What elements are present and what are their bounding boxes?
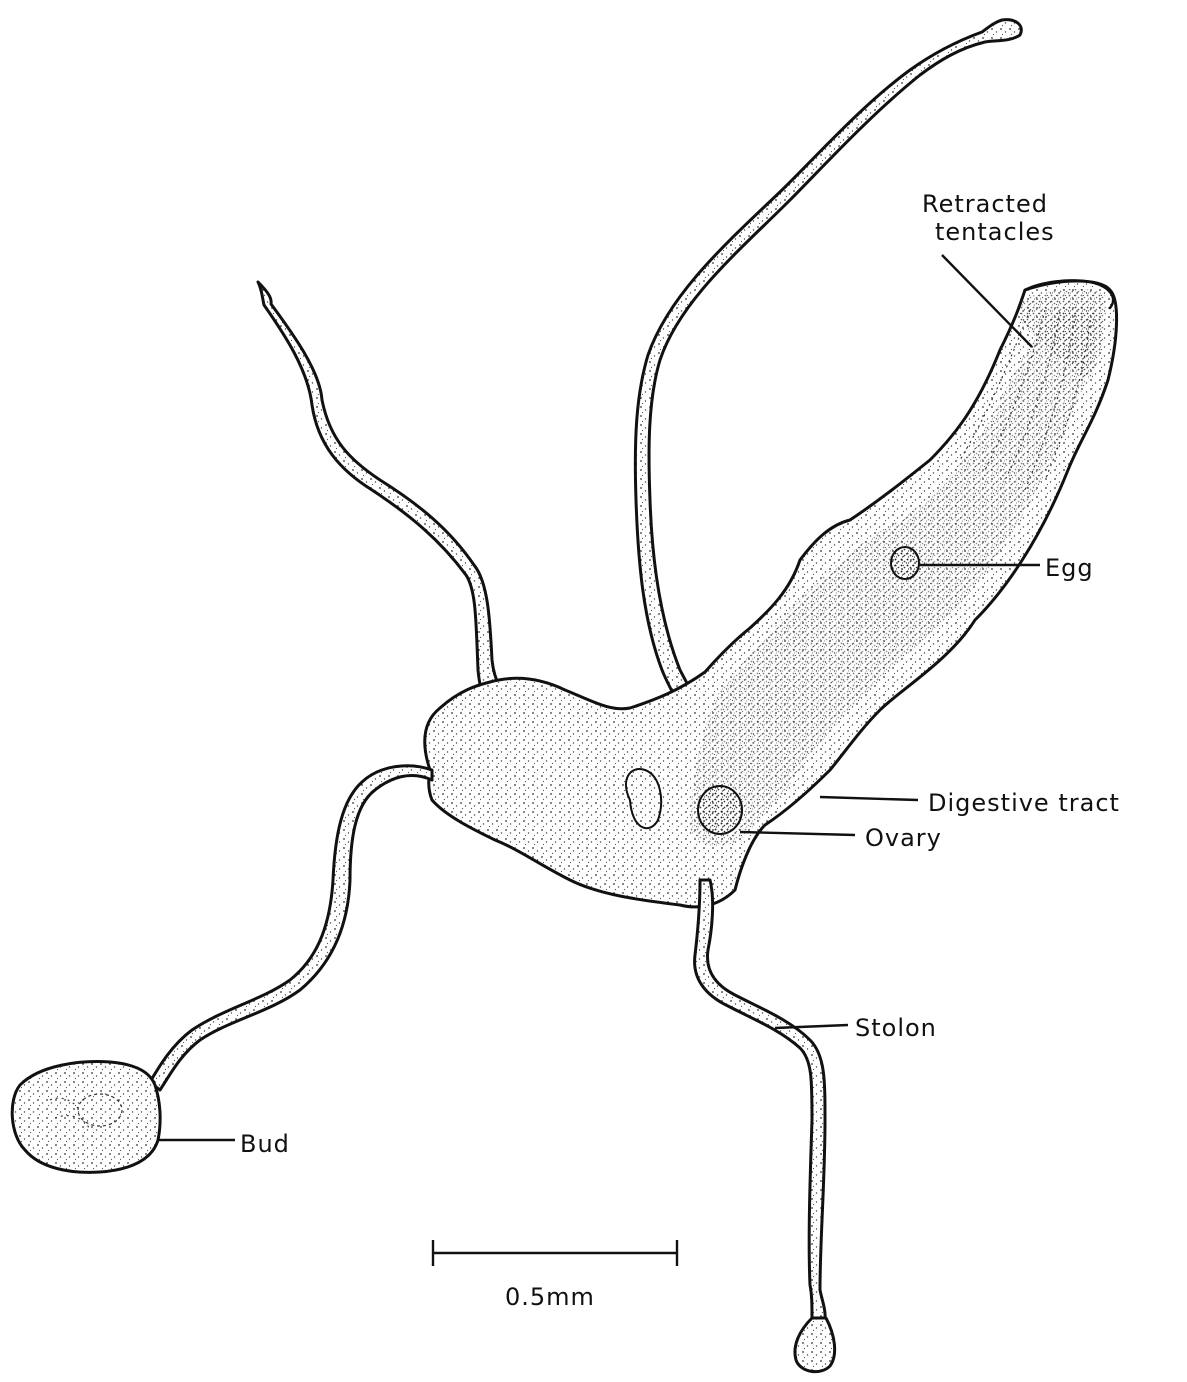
label-digestive-tract: Digestive tract	[928, 789, 1120, 817]
leader-retracted-tentacles	[942, 255, 1032, 347]
label-ovary: Ovary	[865, 824, 942, 852]
upper-left-stolon	[258, 282, 520, 715]
lower-stolon	[695, 880, 826, 1320]
label-stolon: Stolon	[855, 1014, 937, 1042]
scale-bar-label: 0.5mm	[505, 1283, 595, 1311]
left-stolon	[150, 766, 432, 1090]
label-bud: Bud	[240, 1130, 290, 1158]
lower-stolon-tip	[795, 1318, 835, 1372]
label-retracted-tentacles-line2: tentacles	[935, 218, 1055, 246]
bud	[12, 1062, 160, 1173]
ovary	[698, 786, 742, 834]
label-egg: Egg	[1045, 554, 1094, 582]
scale-bar: 0.5mm	[433, 1240, 677, 1311]
label-retracted-tentacles-line1: Retracted	[922, 190, 1048, 218]
leader-digestive-tract	[820, 797, 918, 800]
digestive-tract-shading	[690, 305, 1100, 847]
egg	[891, 547, 919, 579]
